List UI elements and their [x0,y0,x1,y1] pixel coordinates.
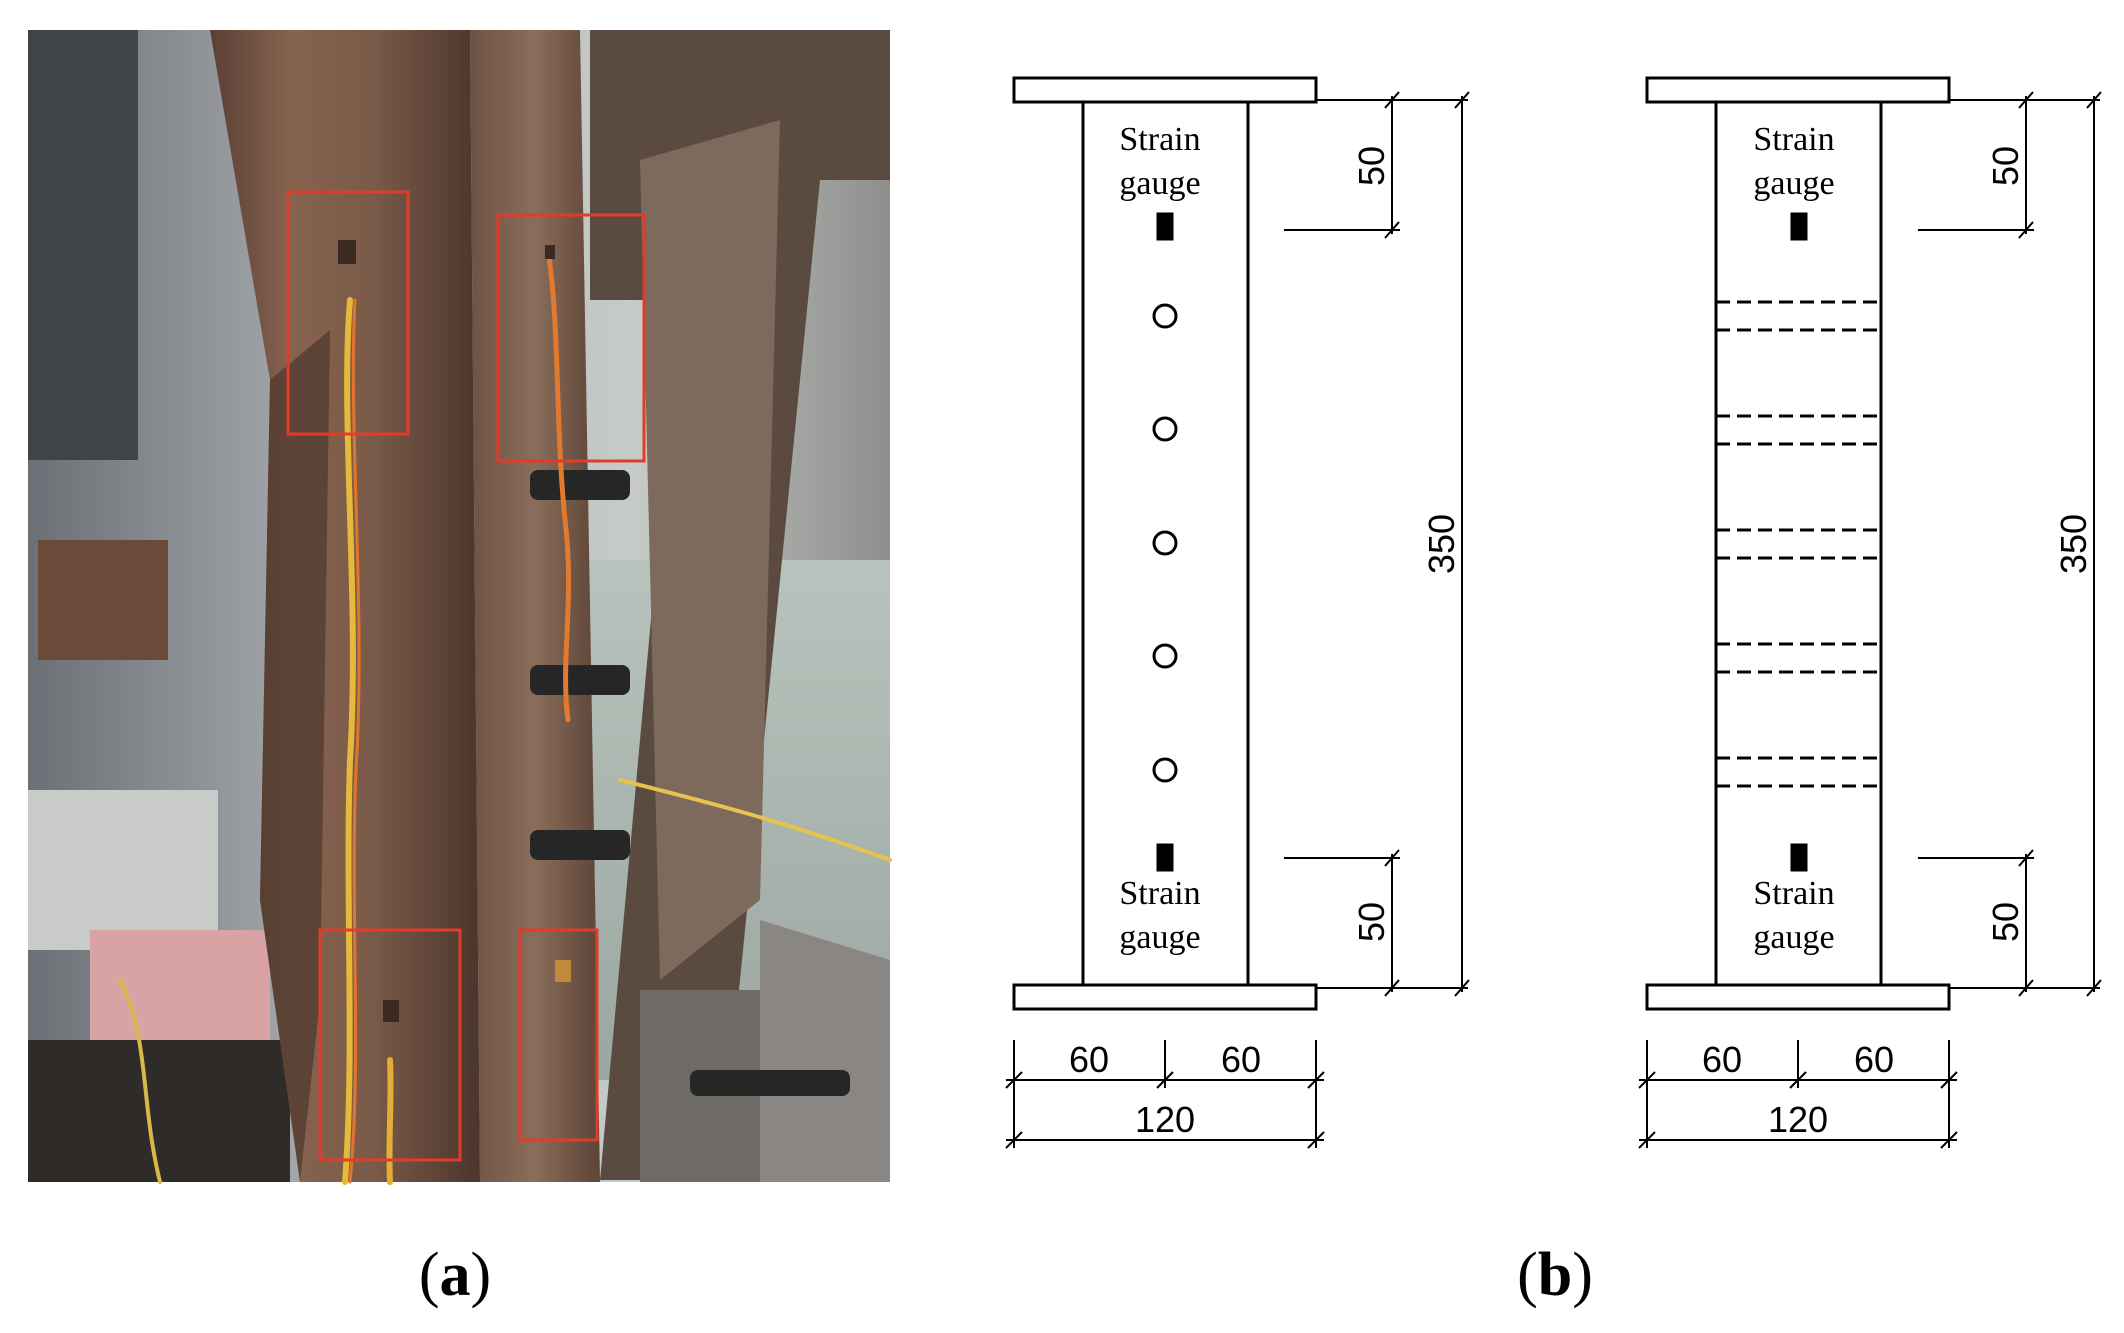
specimen-plate [1714,100,1883,987]
tick [1454,91,1470,109]
highlight-box-top-left [286,190,410,436]
dim-label-height: 350 [2053,514,2094,574]
photo-bolts [530,470,850,1096]
bolt-hole [1152,303,1178,329]
strain-gauge-bottom [1790,843,1808,872]
tick [1384,979,1400,997]
dim-label-left-half: 60 [1069,1039,1109,1080]
gauge-label-top-line1: Strain [1753,121,1834,158]
bolt [690,1070,850,1096]
tick [1005,1131,1023,1149]
tick [1940,1071,1958,1089]
tick [1307,1071,1325,1089]
wire-left [118,978,162,1184]
tick [1156,1071,1174,1089]
tick [2018,91,2034,109]
photo-strain-gauge [338,240,356,264]
tick [2086,91,2102,109]
tick [1384,849,1400,867]
tick [1307,1131,1325,1149]
highlight-box-bottom-left [318,928,462,1162]
photo-left-clamp [28,790,218,950]
gauge-label-top-line2: gauge [1119,165,1200,202]
photo-corner-block [760,920,890,1182]
photo-strain-gauge [555,960,571,982]
tick [2018,221,2034,239]
wire-bottom [386,1057,394,1185]
wire-right [545,247,572,723]
gauge-label-top-line1: Strain [1119,121,1200,158]
drawing-bolted-labels: Strain gauge Strain gauge 50 50 350 60 6… [1069,121,1462,1140]
dim-label-right-half: 60 [1854,1039,1894,1080]
tick [1005,1071,1023,1089]
photo-left-rack [38,540,168,660]
tick [1789,1071,1807,1089]
gauge-label-bottom-line1: Strain [1119,875,1200,912]
drawing-welded [1638,76,2102,1149]
end-plate-bottom [1645,983,1951,1011]
gauge-label-top-line2: gauge [1753,165,1834,202]
wire-yellow [342,297,356,1185]
dimension-lines-vertical [1918,91,2102,997]
strain-gauge-bottom [1156,843,1174,872]
photo-right-bracket [640,120,780,980]
photo-highlight-boxes [286,190,646,1162]
tick [2018,849,2034,867]
end-plate-bottom [1012,983,1318,1011]
bolt [530,665,630,695]
bolt-hole [1152,757,1178,783]
dim-label-top: 50 [1985,146,2026,186]
photo-cable-bundle [90,930,270,1060]
end-plate-top [1645,76,1951,104]
highlight-box-top-right [496,213,646,463]
dim-label-bottom: 50 [1351,902,1392,942]
dim-label-right-half: 60 [1221,1039,1261,1080]
dim-label-width: 120 [1768,1099,1828,1140]
strain-gauge-top [1156,212,1174,241]
gauge-label-bottom-line1: Strain [1753,875,1834,912]
bolt [530,830,630,860]
tick [1638,1131,1656,1149]
dim-label-top: 50 [1351,146,1392,186]
strain-gauge-top [1790,212,1808,241]
bolt-hole [1152,416,1178,442]
photo-base-block [28,1040,290,1182]
photo-steel-shadow [260,330,330,1182]
wire-floor [618,778,892,862]
photo-strain-gauge [545,245,555,259]
end-plate-top [1012,76,1318,104]
tick [2086,979,2102,997]
bolt-hole [1152,643,1178,669]
caption-b: (b) [1517,1241,1593,1309]
dashed-sections [1716,300,1881,788]
tick [1638,1071,1656,1089]
photo-panel [28,30,892,1185]
highlight-box-bottom-right [518,928,599,1142]
gauge-label-bottom-line2: gauge [1119,919,1200,956]
dim-label-bottom: 50 [1985,902,2026,942]
dim-label-left-half: 60 [1702,1039,1742,1080]
dim-label-height: 350 [1421,514,1462,574]
dimension-lines-vertical [1284,91,1470,997]
specimen-plate [1081,100,1250,987]
tick [2018,979,2034,997]
tick [1454,979,1470,997]
gauge-label-bottom-line2: gauge [1753,919,1834,956]
bolt [530,470,630,500]
photo-strain-gauge [383,1000,399,1022]
photo-steel-flange [470,30,600,1182]
drawing-bolted [1005,76,1470,1149]
tick [1940,1131,1958,1149]
drawing-welded-labels: Strain gauge Strain gauge 50 50 350 60 6… [1702,121,2094,1140]
dimension-lines-horizontal [1005,1040,1325,1149]
dimension-lines-horizontal [1638,1040,1958,1149]
caption-a: (a) [419,1241,491,1309]
dim-label-width: 120 [1135,1099,1195,1140]
tick [1384,91,1400,109]
tick [1384,221,1400,239]
photo-left-equipment [28,30,138,460]
bolt-hole [1152,530,1178,556]
